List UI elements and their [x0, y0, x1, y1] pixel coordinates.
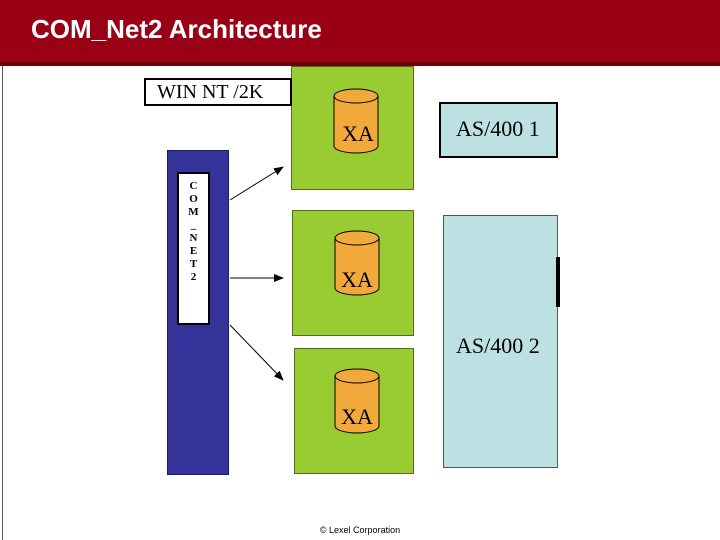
xa-cylinder-1 [333, 88, 379, 154]
xa-cylinder-2 [334, 230, 380, 296]
xa-label-1: XA [342, 121, 374, 146]
as400-2-label: AS/400 2 [456, 333, 540, 358]
as400-1-box [439, 102, 558, 158]
xa-cylinder-3 [334, 368, 380, 434]
arrow-to-xa-1 [229, 166, 284, 201]
com-net2-strip: C O M _ N E T 2 [177, 172, 210, 325]
com-net2-label: C O M _ N E T 2 [188, 180, 199, 283]
title-bar: COM_Net2 Architecture [0, 0, 720, 62]
as400-2-edge [556, 257, 560, 307]
arrow-to-xa-3 [229, 324, 284, 381]
xa-label-3: XA [341, 404, 373, 429]
copyright-footer: © Lexel Corporation [319, 525, 401, 535]
slide-title: COM_Net2 Architecture [31, 14, 322, 44]
as400-2-box [443, 215, 558, 468]
title-bar-shadow [0, 62, 720, 66]
left-border-line [2, 66, 3, 540]
xa-label-2: XA [341, 267, 373, 292]
as400-1-label: AS/400 1 [456, 116, 540, 141]
win-nt-label: WIN NT /2K [144, 78, 292, 106]
